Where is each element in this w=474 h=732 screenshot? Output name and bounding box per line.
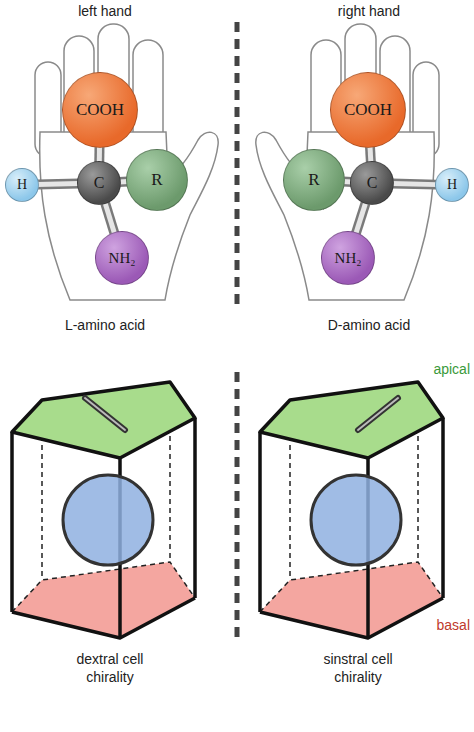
- atom-label: H: [17, 177, 27, 193]
- polarity-bar: [358, 398, 398, 430]
- hydrogen-atom: H: [5, 168, 39, 202]
- polarity-bar: [85, 398, 125, 430]
- atom-label: COOH: [344, 100, 392, 120]
- atom-label: COOH: [76, 100, 124, 120]
- cell-prism: [12, 382, 195, 638]
- figure-label: apical: [390, 360, 470, 378]
- amino-atom: NH₂: [321, 231, 375, 285]
- mirror-line: [235, 372, 240, 640]
- bond-outline: [105, 202, 115, 234]
- chemical-bond: [105, 202, 115, 234]
- polarity-bar: [358, 398, 398, 430]
- mirror-line: [235, 22, 240, 305]
- figure-label: sinstral cell chirality: [308, 650, 408, 686]
- polarity-bar: [85, 398, 125, 430]
- atom-label: C: [367, 174, 378, 192]
- chemical-bond: [37, 184, 79, 185]
- carboxyl-atom: COOH: [62, 72, 138, 148]
- hydrogen-atom: R: [283, 149, 345, 211]
- bond-outline: [356, 202, 366, 234]
- atom-label: H: [447, 177, 457, 193]
- chemical-bond: [392, 183, 437, 184]
- chemical-bond: [356, 202, 366, 234]
- figure-label: basal: [390, 616, 470, 634]
- carbon-atom: C: [350, 161, 394, 205]
- atom-label: C: [94, 174, 105, 192]
- right-hand-outline: [256, 24, 439, 300]
- figure-label: left hand: [45, 2, 165, 20]
- bond-outline: [392, 183, 437, 184]
- cell-prism: [260, 382, 443, 638]
- bond-highlight: [356, 202, 366, 234]
- atom-label: R: [308, 170, 319, 190]
- bond-highlight: [392, 183, 437, 184]
- figure-label: L-amino acid: [35, 316, 175, 334]
- side-chain-atom: R: [126, 149, 188, 211]
- amino-atom: NH₂: [95, 231, 149, 285]
- figure-label: right hand: [309, 2, 429, 20]
- left-hand-outline: [35, 24, 218, 300]
- bond-highlight: [37, 184, 79, 185]
- atom-label: NH₂: [109, 250, 136, 267]
- bond-highlight: [105, 202, 115, 234]
- side-chain-atom: H: [435, 168, 469, 202]
- atom-label: NH₂: [335, 250, 362, 267]
- atom-label: R: [151, 170, 162, 190]
- carbon-atom: C: [77, 161, 121, 205]
- bond-outline: [37, 184, 79, 185]
- carboxyl-atom: COOH: [330, 72, 406, 148]
- figure-label: dextral cell chirality: [60, 650, 160, 686]
- figure-label: D-amino acid: [299, 316, 439, 334]
